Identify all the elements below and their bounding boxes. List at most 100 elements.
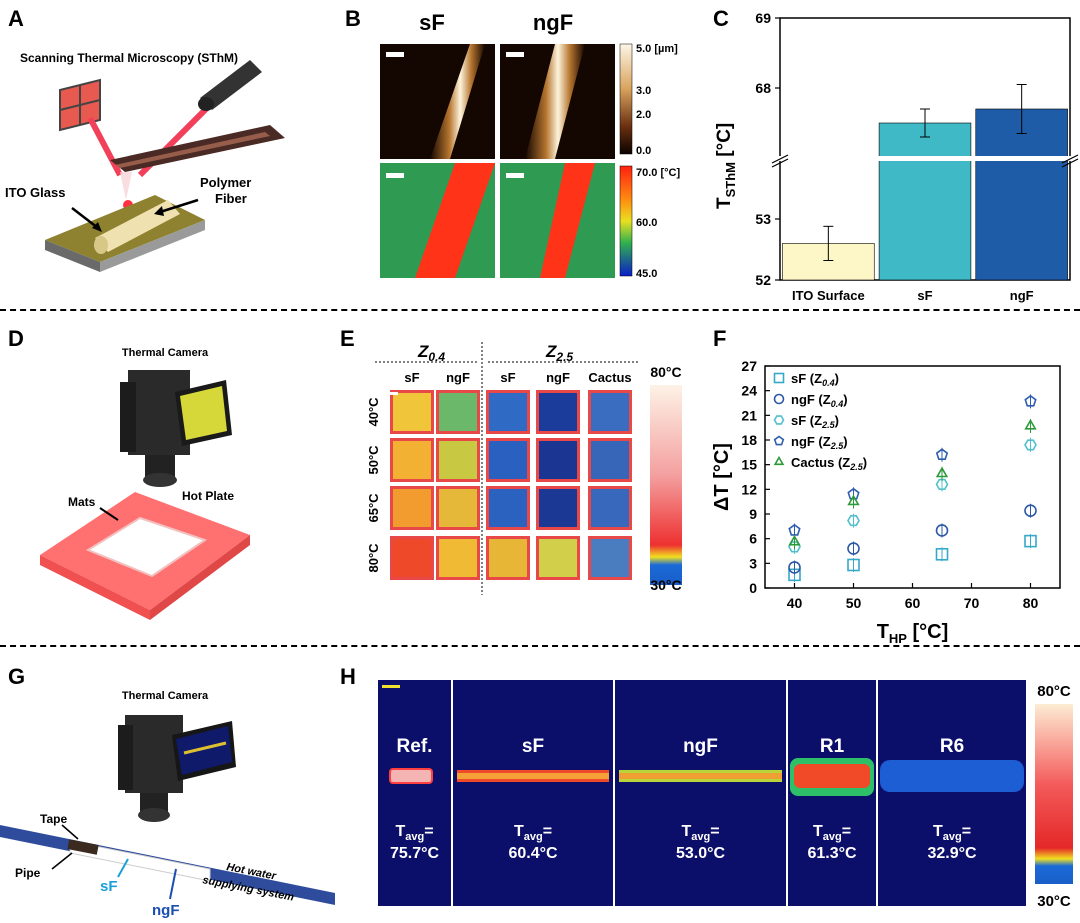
- e-tile-2-0: [390, 486, 434, 530]
- polymer-label: Polymer: [200, 175, 251, 190]
- f-xtick-2: 60: [905, 595, 921, 611]
- e-tile-0-2: [486, 390, 530, 434]
- e-col-1: ngF: [446, 370, 470, 385]
- errorbar-2: [1016, 84, 1027, 134]
- svg-text:60.0: 60.0: [636, 217, 657, 229]
- svg-text:Z0.4: Z0.4: [417, 342, 445, 364]
- e-tile-1-2: [486, 438, 530, 482]
- xtick-1: sF: [917, 288, 932, 303]
- point-s1-1: [847, 541, 860, 556]
- laser-source-icon: [198, 60, 262, 111]
- e-tile-3-4: [588, 536, 632, 580]
- svg-text:ngF (Z2.5): ngF (Z2.5): [791, 434, 848, 451]
- h-value-4: 32.9°C: [927, 845, 977, 862]
- panel-d-illustration: Thermal Camera Mats Hot Plate: [40, 347, 250, 620]
- f-ytick-9: 27: [741, 358, 757, 374]
- point-s0-2: [935, 547, 949, 562]
- xtick-0: ITO Surface: [792, 288, 865, 303]
- g-sf-label: sF: [100, 878, 118, 895]
- bar-1: [878, 122, 972, 281]
- camera-screen-icon: [172, 721, 236, 781]
- svg-text:Z2.5: Z2.5: [545, 342, 573, 364]
- bar-2: [975, 108, 1068, 281]
- point-s0-3: [1024, 534, 1037, 549]
- svg-text:80°C: 80°C: [650, 364, 681, 380]
- h-tavg-label-4: Tavg=: [933, 823, 971, 843]
- errorbar-1: [920, 108, 930, 138]
- tape-icon: [67, 839, 99, 855]
- thermal-camera-icon: [118, 715, 183, 822]
- panel-a-illustration: Scanning Thermal Microscopy (SThM) ITO G…: [5, 51, 285, 272]
- f-ytick-1: 3: [749, 555, 757, 571]
- e-tile-1-3: [536, 438, 580, 482]
- ito-glass-label: ITO Glass: [5, 185, 65, 200]
- e-row-2: 65°C: [366, 493, 381, 523]
- e-tile-1-0: [390, 438, 434, 482]
- legend-4: Cactus (Z2.5): [773, 455, 867, 472]
- point-s2-1: [847, 513, 860, 528]
- e-tile-3-1: [436, 536, 480, 580]
- panel-g-illustration: Thermal Camera Tape Pipe sF ngF Hot wate…: [0, 690, 335, 919]
- e-colorbar: [650, 385, 682, 585]
- ytick-0: 52: [755, 272, 771, 288]
- h-value-3: 61.3°C: [807, 845, 857, 862]
- panel-label-c: C: [713, 6, 729, 31]
- row-separator-2: [0, 645, 1080, 647]
- legend-2: sF (Z2.5): [773, 413, 839, 430]
- f-ytick-6: 18: [741, 432, 757, 448]
- f-ytick-0: 0: [749, 580, 757, 596]
- fiber-label: Fiber: [215, 191, 247, 206]
- camera-screen-icon: [175, 380, 232, 446]
- h-tavg-label-0: Tavg=: [395, 823, 433, 843]
- e-row-3: 80°C: [366, 543, 381, 573]
- ytick-1: 53: [755, 211, 771, 227]
- height-colorbar: [619, 43, 633, 155]
- mats-label: Mats: [68, 495, 96, 509]
- svg-text:sF (Z2.5): sF (Z2.5): [791, 413, 839, 430]
- e-tile-2-2: [486, 486, 530, 530]
- point-s3-2: [935, 447, 949, 462]
- g-ngf-label: ngF: [152, 902, 180, 919]
- e-tile-1-1: [436, 438, 480, 482]
- svg-text:ngF (Z0.4): ngF (Z0.4): [791, 392, 848, 409]
- e-tile-3-0: [390, 536, 434, 580]
- e-col-4: Cactus: [588, 370, 631, 385]
- panel-b-maps: sF ngF 5.0 [µm] 3.0 2.0 0.0 70.0 [°C] 60…: [380, 10, 680, 280]
- point-s4-0: [788, 534, 801, 549]
- laser-beam-icon: [87, 116, 123, 177]
- h-value-1: 60.4°C: [508, 845, 558, 862]
- panel-label-g: G: [8, 664, 26, 689]
- point-s0-1: [847, 557, 860, 572]
- svg-text:Cactus (Z2.5): Cactus (Z2.5): [791, 455, 867, 472]
- ytick-2: 68: [755, 80, 771, 96]
- point-s3-3: [1024, 394, 1037, 409]
- f-xtick-0: 40: [787, 595, 803, 611]
- svg-text:sF (Z0.4): sF (Z0.4): [791, 371, 839, 388]
- panel-label-f: F: [713, 326, 727, 351]
- h-name-1: sF: [522, 736, 544, 757]
- h-panel-1: sF Tavg= 60.4°C: [453, 680, 613, 906]
- ytick-3: 69: [755, 10, 771, 26]
- h-name-4: R6: [940, 736, 964, 757]
- e-tile-1-4: [588, 438, 632, 482]
- b-col-ngf: ngF: [533, 10, 573, 35]
- h-value-2: 53.0°C: [676, 845, 726, 862]
- f-xtick-1: 50: [846, 595, 862, 611]
- e-tile-3-2: [486, 536, 530, 580]
- panel-label-b: B: [345, 6, 361, 31]
- h-value-0: 75.7°C: [390, 845, 440, 862]
- e-tile-2-1: [436, 486, 480, 530]
- hot-plate-icon: [40, 492, 250, 620]
- e-tile-2-4: [588, 486, 632, 530]
- point-s4-3: [1024, 418, 1037, 434]
- hotplate-label: Hot Plate: [182, 489, 234, 503]
- h-tavg-label-1: Tavg=: [514, 823, 552, 843]
- photodetector-icon: [59, 78, 101, 132]
- e-tile-2-3: [536, 486, 580, 530]
- h-name-0: Ref.: [397, 736, 433, 757]
